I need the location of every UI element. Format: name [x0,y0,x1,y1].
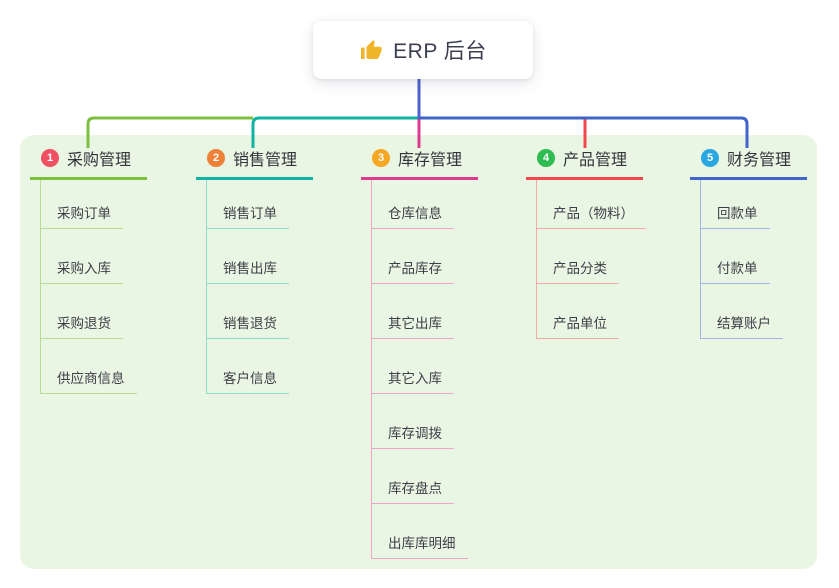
branch-item-label: 供应商信息 [57,370,125,386]
branch-item[interactable]: 产品库存 [372,229,454,284]
branch-item[interactable]: 其它入库 [372,339,454,394]
branch-2: 2 销售管理 销售订单销售出库销售退货客户信息 [196,146,313,394]
branch-index-badge: 3 [372,149,390,167]
branch-item-list: 采购订单采购入库采购退货供应商信息 [40,180,137,394]
branch-item-label: 采购订单 [57,205,111,221]
branch-item[interactable]: 产品（物料） [537,180,646,229]
branch-item-label: 库存盘点 [388,480,442,496]
branch-item[interactable]: 回款单 [701,180,770,229]
branch-item-label: 采购退货 [57,315,111,331]
branch-item[interactable]: 产品分类 [537,229,619,284]
branch-item-label: 销售退货 [223,315,277,331]
branch-index-badge: 4 [537,149,555,167]
branch-5: 5 财务管理 回款单付款单结算账户 [690,146,807,339]
branch-item[interactable]: 客户信息 [207,339,289,394]
branch-item-label: 仓库信息 [388,205,442,221]
branch-item[interactable]: 采购退货 [41,284,123,339]
branch-item-label: 付款单 [717,260,758,276]
branch-item[interactable]: 付款单 [701,229,770,284]
branch-label: 库存管理 [398,152,463,169]
branch-item-label: 回款单 [717,205,758,221]
branch-header[interactable]: 2 销售管理 [196,146,313,180]
branch-item[interactable]: 结算账户 [701,284,783,339]
branch-item-label: 客户信息 [223,370,277,386]
branch-label: 产品管理 [563,152,628,169]
branch-label: 采购管理 [67,152,132,169]
branch-header[interactable]: 1 采购管理 [30,146,147,180]
branch-4: 4 产品管理 产品（物料） 产品分类产品单位 [526,146,646,339]
branch-item-label: 产品单位 [553,315,607,331]
branch-1: 1 采购管理 采购订单采购入库采购退货供应商信息 [30,146,147,394]
branch-item[interactable]: 供应商信息 [41,339,137,394]
branch-item[interactable]: 库存调拨 [372,394,454,449]
mindmap-background-panel [20,135,817,569]
branch-item-label: 其它出库 [388,315,442,331]
branch-item-label: 产品（物料） [553,205,634,221]
branch-item[interactable]: 销售订单 [207,180,289,229]
branch-item-label: 结算账户 [717,315,771,331]
branch-item-label: 库存调拨 [388,425,442,441]
branch-index-badge: 1 [41,149,59,167]
branch-item[interactable]: 库存盘点 [372,449,454,504]
branch-item[interactable]: 仓库信息 [372,180,454,229]
branch-item-list: 产品（物料） 产品分类产品单位 [536,180,646,339]
branch-label: 财务管理 [727,152,792,169]
branch-item-list: 销售订单销售出库销售退货客户信息 [206,180,289,394]
branch-label: 销售管理 [233,152,298,169]
branch-item-label: 采购入库 [57,260,111,276]
thumbs-up-icon [361,40,382,59]
branch-item-label: 销售订单 [223,205,277,221]
branch-index-badge: 5 [701,149,719,167]
branch-index-badge: 2 [207,149,225,167]
branch-item[interactable]: 产品单位 [537,284,619,339]
branch-item-label: 销售出库 [223,260,277,276]
branch-item[interactable]: 采购入库 [41,229,123,284]
root-node-erp[interactable]: ERP 后台 [313,21,533,79]
branch-item-label: 产品库存 [388,260,442,276]
branch-item[interactable]: 销售退货 [207,284,289,339]
branch-item[interactable]: 销售出库 [207,229,289,284]
branch-item-label: 出库库明细 [388,535,456,551]
branch-item[interactable]: 出库库明细 [372,504,468,559]
branch-item-label: 其它入库 [388,370,442,386]
branch-header[interactable]: 3 库存管理 [361,146,478,180]
branch-item-list: 回款单付款单结算账户 [700,180,783,339]
branch-3: 3 库存管理 仓库信息产品库存其它出库其它入库库存调拨库存盘点出库库明细 [361,146,478,559]
branch-header[interactable]: 5 财务管理 [690,146,807,180]
branch-item[interactable]: 采购订单 [41,180,123,229]
branch-header[interactable]: 4 产品管理 [526,146,643,180]
branch-item[interactable]: 其它出库 [372,284,454,339]
branch-item-label: 产品分类 [553,260,607,276]
root-title: ERP 后台 [393,40,487,63]
branch-item-list: 仓库信息产品库存其它出库其它入库库存调拨库存盘点出库库明细 [371,180,468,559]
